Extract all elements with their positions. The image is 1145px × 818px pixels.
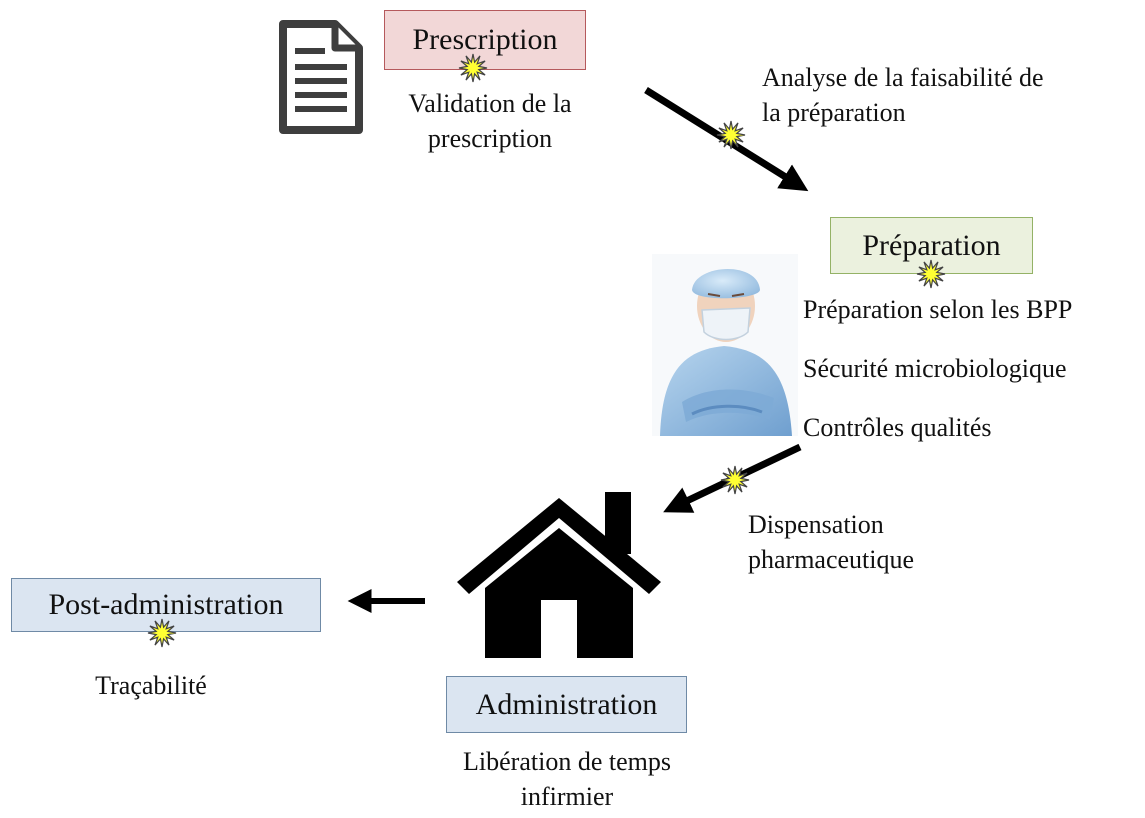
administration-detail-line-2: infirmier	[520, 782, 614, 812]
transition-2-line-2: pharmaceutique	[748, 545, 915, 575]
prescription-detail-line-2: prescription	[427, 124, 553, 154]
risk-star-icon	[716, 120, 746, 150]
risk-star-icon	[720, 465, 750, 495]
prescription-detail: Validation de la prescription	[380, 86, 600, 157]
post-administration-box: Post-administration	[11, 578, 321, 632]
administration-box: Administration	[446, 676, 687, 733]
transition-2-line-1: Dispensation	[748, 510, 884, 539]
document-icon	[279, 20, 363, 134]
prescription-detail-line-1: Validation de la	[408, 89, 572, 118]
house-icon	[457, 492, 661, 658]
preparation-item-3: Contrôles qualités	[803, 413, 992, 442]
post-administration-label: Post-administration	[48, 588, 284, 621]
prescription-label: Prescription	[412, 23, 558, 56]
prescription-box: Prescription	[384, 10, 586, 70]
preparation-item-1: Préparation selon les BPP	[803, 295, 1073, 324]
transition-preparation-administration-text: Dispensation pharmaceutique	[748, 507, 988, 578]
preparation-label: Préparation	[862, 228, 1001, 262]
administration-detail: Libération de temps infirmier	[412, 744, 722, 815]
transition-1-line-1: Analyse de la faisabilité de	[762, 63, 1044, 92]
post-administration-detail: Traçabilité	[95, 671, 207, 700]
administration-detail-line-1: Libération de temps	[463, 747, 671, 776]
transition-1-line-2: la préparation	[762, 98, 906, 128]
preparation-item-2: Sécurité microbiologique	[803, 354, 1067, 383]
preparation-box: Préparation	[830, 217, 1033, 274]
administration-label: Administration	[475, 687, 658, 721]
nurse-photo	[652, 254, 798, 436]
arrow-preparation-to-administration	[663, 443, 802, 513]
transition-prescription-preparation-text: Analyse de la faisabilité de la préparat…	[762, 60, 1142, 131]
